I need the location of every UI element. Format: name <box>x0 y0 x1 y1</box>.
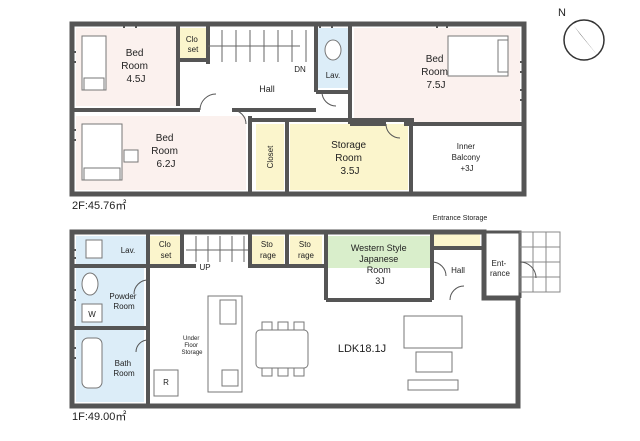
lower-stairs <box>186 236 248 262</box>
entrance-storage-label: Entrance Storage <box>433 215 488 222</box>
compass: N <box>558 7 605 61</box>
lav-lower-label: Lav. <box>121 246 136 255</box>
upper-windows <box>70 22 526 141</box>
bath-room-label: Bath Room <box>113 359 135 378</box>
upper-doors <box>199 91 401 139</box>
north-arrow-icon <box>574 26 598 56</box>
compass-north-label: N <box>558 7 566 19</box>
washer-label: W <box>88 310 96 319</box>
underfloor-storage-label: Under Floor Storage <box>181 336 203 356</box>
entrance-label: Ent- rance <box>490 259 511 278</box>
upper-furniture <box>81 35 509 181</box>
lower-floor: Lav. Clo set UP Sto rage Sto rage Wester… <box>69 215 561 423</box>
storage-a-label: Sto rage <box>260 240 277 260</box>
hall-upper-label: Hall <box>259 84 275 94</box>
upper-floor: Bed Room 4.5J Clo set Lav. DN Hall Bed R… <box>69 21 527 212</box>
storage-room <box>290 124 408 190</box>
closet-b <box>256 124 284 190</box>
closet-a <box>178 28 208 60</box>
bed-room-b-label: Bed Room 7.5J <box>421 54 450 91</box>
dn-label: DN <box>294 65 306 74</box>
compass-circle <box>563 19 605 61</box>
lav-upper-label: Lav. <box>326 71 341 80</box>
closet-lower-label: Clo set <box>159 240 173 260</box>
hall-lower-label: Hall <box>451 266 465 275</box>
inner-balcony-label: Inner Balcony +3J <box>452 142 483 173</box>
lower-windows <box>70 249 520 408</box>
western-room-label: Western Style Japanese Room 3J <box>351 243 409 286</box>
lower-furniture <box>81 239 463 397</box>
inner-balcony <box>414 124 520 190</box>
upper-stairs <box>208 30 307 62</box>
upper-inner-walls <box>72 24 524 194</box>
fridge-label: R <box>163 378 169 387</box>
closet-lower <box>150 236 180 266</box>
lower-doors <box>133 261 537 353</box>
lower-floor-area: 1F:49.00㎡ <box>72 410 126 423</box>
upper-outer-wall <box>69 21 527 197</box>
ldk-label: LDK18.1J <box>338 343 386 355</box>
powder-room-label: Powder Room <box>109 292 138 311</box>
storage-room-label: Storage Room 3.5J <box>331 140 369 177</box>
bed-room-a-label: Bed Room 4.5J <box>121 48 150 85</box>
closet-a-label: Clo set <box>186 35 200 54</box>
upper-floor-area: 2F:45.76㎡ <box>72 199 126 212</box>
lower-inner-walls <box>72 232 482 406</box>
closet-b-label: Closet <box>266 145 275 168</box>
storage-b-label: Sto rage <box>298 240 315 260</box>
porch-steps <box>519 231 561 293</box>
bed-room-c-label: Bed Room 6.2J <box>151 133 180 170</box>
entrance-storage <box>434 232 480 246</box>
storage-b <box>290 236 322 266</box>
up-label: UP <box>199 263 210 272</box>
storage-a <box>252 236 284 266</box>
